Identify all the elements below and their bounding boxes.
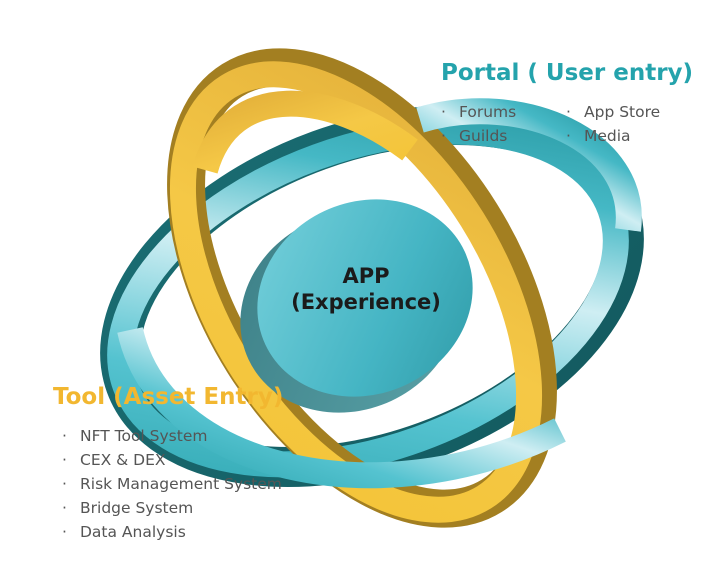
yellow-ring [167,48,557,528]
center-label-line1: APP [342,264,390,288]
portal-item-app-store: App Store [566,100,660,124]
portal-title: Portal ( User entry) [441,60,694,86]
yellow-ring-front [192,90,418,174]
center-blob [240,199,473,413]
center-label-line2: (Experience) [291,290,441,314]
tool-item-cex-dex: CEX & DEX [62,448,282,472]
portal-item-guilds: Guilds [441,124,516,148]
portal-item-forums: Forums [441,100,516,124]
tool-item-data-analysis: Data Analysis [62,520,282,544]
portal-item-media: Media [566,124,660,148]
tool-title: Tool (Asset Entry) [53,384,284,410]
center-label: APP (Experience) [266,263,466,315]
tool-item-risk: Risk Management System [62,472,282,496]
tool-item-bridge: Bridge System [62,496,282,520]
tool-item-nft: NFT Tool System [62,424,282,448]
portal-list-right: App Store Media [566,100,660,148]
portal-list-left: Forums Guilds [441,100,516,148]
tool-list: NFT Tool System CEX & DEX Risk Managemen… [62,424,282,544]
